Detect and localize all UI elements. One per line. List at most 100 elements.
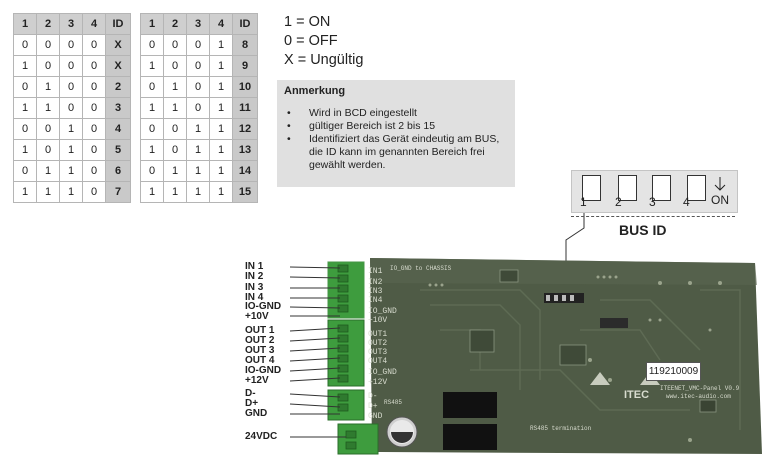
table-cell: 0 [140, 76, 164, 98]
note-box: Anmerkung Wird in BCD eingestellt gültig… [277, 80, 515, 187]
pin-label-out1: OUT 1 [245, 325, 275, 336]
silk-termination: RS485 termination [530, 425, 592, 432]
silk-out3: OUT3 [368, 348, 387, 357]
table-cell: 0 [82, 34, 106, 56]
table-cell: 0 [82, 139, 106, 161]
table-cell: 0 [13, 118, 37, 140]
table-cell: 0 [140, 118, 164, 140]
silk-brand: ITEC [624, 389, 649, 401]
header-cell: 2 [36, 13, 60, 35]
legend-invalid: X = Ungültig [284, 52, 364, 68]
table-cell: 1 [163, 97, 187, 119]
table-cell: 1 [186, 118, 210, 140]
pcb-traces [420, 289, 741, 430]
pin-label-in3: IN 3 [245, 282, 264, 293]
pin-label-out4: OUT 4 [245, 355, 275, 366]
silk-io-gnd-in: IO_GND [368, 307, 397, 316]
pcb-vias [428, 275, 722, 442]
table-cell: 0 [59, 55, 83, 77]
table-cell: 0 [140, 160, 164, 182]
table-cell: 1 [209, 181, 233, 203]
dip-number-4: 4 [683, 195, 690, 209]
dip-switch-4 [687, 175, 706, 201]
silk-io-gnd: IO_GND to CHASSIS [390, 265, 452, 272]
silk-io-gnd-out: IO_GND [368, 368, 397, 377]
table-cell: 0 [36, 55, 60, 77]
header-cell: 3 [186, 13, 210, 35]
note-item: Wird in BCD eingestellt [285, 107, 507, 120]
pin-label-io-gnd: IO-GND [245, 301, 282, 312]
table-cell: 1 [36, 97, 60, 119]
table-cell-id: 12 [232, 118, 258, 140]
terminal-screws [337, 264, 357, 450]
table-cell: 0 [36, 139, 60, 161]
table-cell: 0 [163, 34, 187, 56]
table-cell: 0 [59, 34, 83, 56]
table-cell-id: 2 [105, 76, 131, 98]
pin-label-out2: OUT 2 [245, 335, 275, 346]
pin-leaders [289, 266, 346, 438]
silk-in4: IN4 [368, 296, 383, 305]
silk-10v: +10V [368, 316, 387, 325]
table-cell: 1 [140, 139, 164, 161]
table-cell: 0 [163, 139, 187, 161]
pcb-components [386, 269, 717, 450]
pin-label-in4: IN 4 [245, 292, 264, 303]
pin-label-12v: +12V [245, 375, 269, 386]
pin-label-gnd: GND [245, 408, 268, 419]
table-cell: 1 [13, 97, 37, 119]
table-cell: 1 [36, 181, 60, 203]
table-cell: 1 [186, 160, 210, 182]
silk-out2: OUT2 [368, 339, 387, 348]
dip-dashed-line [571, 216, 735, 217]
silk-d-plus: D+ [368, 402, 378, 411]
table-cell: 0 [13, 76, 37, 98]
bus-id-label: BUS ID [619, 222, 667, 238]
dip-on-label: ON [711, 193, 729, 207]
dip-switch-3 [652, 175, 671, 201]
table-cell: 1 [163, 181, 187, 203]
serial-label: 119210009 [646, 362, 701, 381]
legend-on: 1 = ON [284, 14, 331, 30]
legend-off: 0 = OFF [284, 33, 338, 49]
table-cell: 1 [186, 181, 210, 203]
dip-switch-2 [618, 175, 637, 201]
silk-web: www.itec-audio.com [666, 393, 731, 400]
table-cell: 0 [140, 34, 164, 56]
silk-out4: OUT4 [368, 357, 387, 366]
table-cell-id: 8 [232, 34, 258, 56]
table-cell-id: 4 [105, 118, 131, 140]
pin-label-in2: IN 2 [245, 271, 264, 282]
pcb-top-shade [370, 258, 757, 285]
dip-number-2: 2 [615, 195, 622, 209]
dip-switch-1 [582, 175, 601, 201]
table-cell: 0 [82, 55, 106, 77]
pin-label-in1: IN 1 [245, 261, 264, 272]
table-cell-id: 11 [232, 97, 258, 119]
pin-label-10v: +10V [245, 311, 269, 322]
silk-in2: IN2 [368, 278, 383, 287]
relay [443, 392, 497, 418]
table-cell: 1 [36, 76, 60, 98]
dip-number-3: 3 [649, 195, 656, 209]
table-cell-id: 15 [232, 181, 258, 203]
silk-d-minus: D- [368, 392, 378, 401]
dip-number-1: 1 [580, 195, 587, 209]
relay [443, 424, 497, 450]
table-cell: 0 [186, 34, 210, 56]
silk-in3: IN3 [368, 287, 383, 296]
table-cell: 0 [13, 34, 37, 56]
table-cell-id: 7 [105, 181, 131, 203]
